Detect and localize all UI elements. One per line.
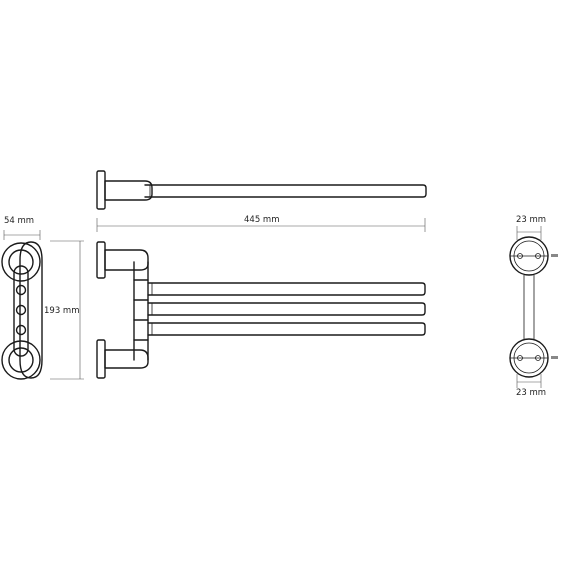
top-view bbox=[96, 170, 427, 210]
dimension-height: 193 mm bbox=[44, 240, 84, 380]
screw-icon bbox=[551, 356, 558, 359]
dimension-width: 54 mm bbox=[3, 216, 41, 240]
dimension-height-label: 193 mm bbox=[44, 306, 80, 316]
dimension-mount-bottom: 23 mm bbox=[516, 374, 546, 398]
end-view bbox=[1, 241, 43, 380]
dimension-length-label: 445 mm bbox=[244, 215, 280, 225]
screw-icon bbox=[551, 254, 558, 257]
front-view bbox=[96, 241, 426, 379]
dimension-mount-top-label: 23 mm bbox=[516, 215, 546, 225]
dimension-length: 445 mm bbox=[96, 215, 426, 232]
dimension-mount-bottom-label: 23 mm bbox=[516, 388, 546, 398]
dimension-mount-top: 23 mm bbox=[516, 215, 546, 240]
dimension-width-label: 54 mm bbox=[4, 216, 34, 226]
mount-view bbox=[509, 236, 558, 378]
